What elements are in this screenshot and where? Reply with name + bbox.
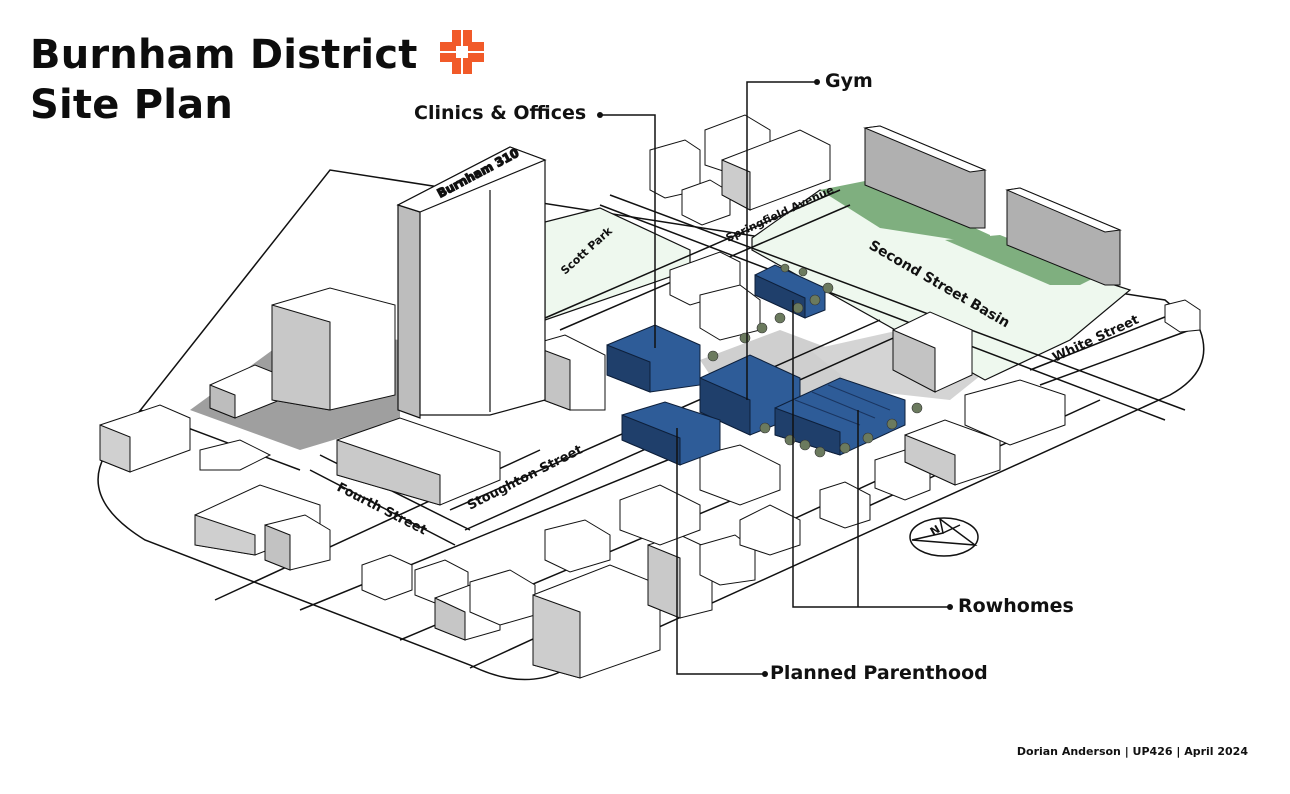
north-arrow-icon: N bbox=[909, 517, 979, 557]
proposed-buildings bbox=[606, 264, 906, 466]
planned-parenthood-building bbox=[621, 401, 721, 466]
existing-buildings bbox=[99, 114, 1201, 679]
title-line-2: Site Plan bbox=[30, 82, 233, 128]
clinics-offices-building bbox=[606, 324, 701, 393]
leader-lines bbox=[600, 81, 950, 675]
callout-gym: Gym bbox=[825, 70, 873, 92]
trees bbox=[707, 263, 923, 458]
basin-shadow-2 bbox=[945, 235, 1100, 285]
basin-shadow-1 bbox=[820, 180, 990, 245]
medical-cross-icon bbox=[440, 30, 484, 74]
title-line-1: Burnham District bbox=[30, 32, 418, 78]
leader-dots bbox=[597, 79, 953, 677]
page-title: Burnham District Site Plan bbox=[30, 30, 418, 130]
callout-planned-parenthood: Planned Parenthood bbox=[770, 662, 988, 684]
author-credit: Dorian Anderson | UP426 | April 2024 bbox=[1016, 745, 1248, 758]
callout-rowhomes: Rowhomes bbox=[958, 595, 1074, 617]
callout-clinics-offices: Clinics & Offices bbox=[414, 102, 587, 124]
